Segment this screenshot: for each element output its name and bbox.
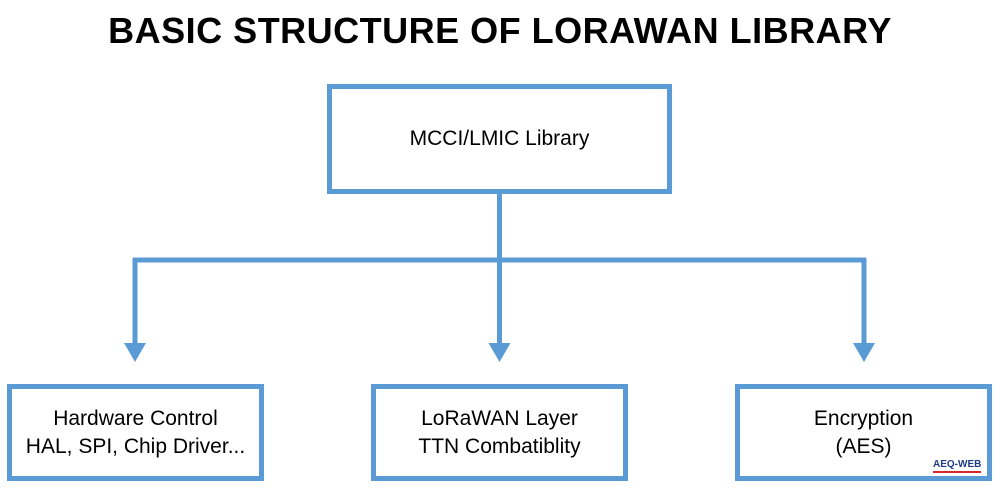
lorawan-layer-node: LoRaWAN Layer TTN Combatiblity <box>371 384 628 481</box>
node-sublabel: (AES) <box>835 434 892 458</box>
arrowhead-left <box>124 343 146 362</box>
watermark-logo: AEQ-WEB <box>933 459 982 473</box>
arrowhead-middle <box>488 343 511 362</box>
encryption-node: Encryption (AES) <box>735 384 992 481</box>
node-label: Hardware Control <box>53 406 218 430</box>
arrowhead-right <box>853 343 875 362</box>
diagram-title: BASIC STRUCTURE OF LORAWAN LIBRARY <box>108 10 892 51</box>
node-label: Encryption <box>813 406 914 430</box>
node-sublabel: TTN Combatiblity <box>418 434 581 458</box>
node-sublabel: HAL, SPI, Chip Driver... <box>25 434 246 458</box>
node-label: MCCI/LMIC Library <box>409 127 590 150</box>
hardware-control-node: Hardware Control HAL, SPI, Chip Driver..… <box>7 384 264 481</box>
mcci-lmic-library-node: MCCI/LMIC Library <box>327 84 672 194</box>
node-label: LoRaWAN Layer <box>421 406 578 430</box>
